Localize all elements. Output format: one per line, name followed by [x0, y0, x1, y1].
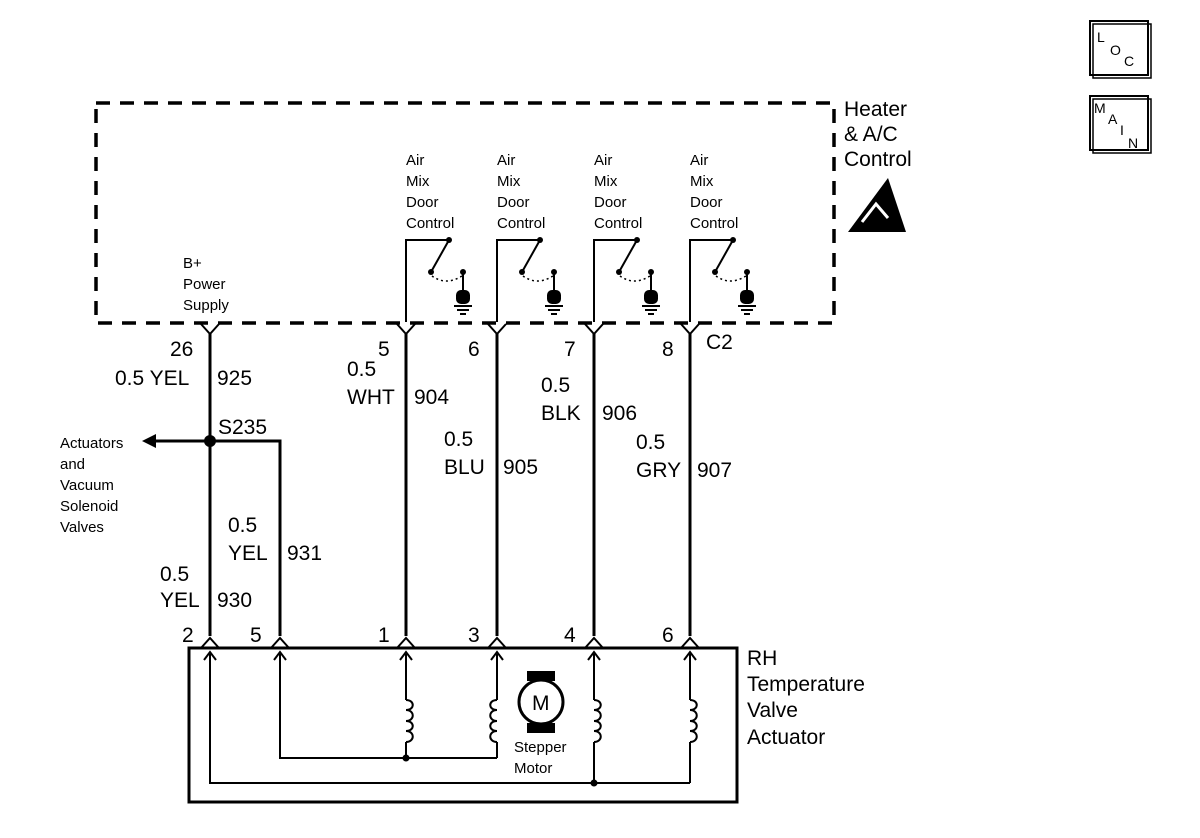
- power-supply-label-line-3: Supply: [183, 297, 229, 314]
- main-icon-letter-1: M: [1094, 100, 1106, 116]
- coil-icon-4: [689, 699, 698, 743]
- wire-904-number: 904: [414, 386, 449, 409]
- stepper-motor-label-line-1: Stepper: [514, 739, 567, 756]
- branch-label-line-5: Valves: [60, 519, 104, 536]
- ground-icon: [642, 290, 660, 315]
- air-mix-door-label-line-4: Control: [594, 215, 642, 232]
- air-mix-door-label-line-3: Door: [497, 194, 530, 211]
- wire-930-gauge: 0.5: [160, 563, 189, 586]
- coil-icon-3: [593, 699, 602, 743]
- wire-905-color: BLU: [444, 456, 485, 479]
- air-mix-door-label-line-1: Air: [497, 152, 515, 169]
- pin-top-6: 6: [468, 338, 480, 361]
- control-module-name-line-2: & A/C: [844, 123, 898, 146]
- wire-925-gauge: 0.5 YEL: [115, 367, 189, 390]
- main-icon-letter-3: I: [1120, 122, 1124, 138]
- wire-905-number: 905: [503, 456, 538, 479]
- control-module-name-line-1: Heater: [844, 98, 907, 121]
- air-mix-door-label-line-2: Mix: [497, 173, 521, 190]
- wire-925-number: 925: [217, 367, 252, 390]
- coil-icon-2: [489, 699, 498, 743]
- air-mix-door-label-line-4: Control: [497, 215, 545, 232]
- ground-icon: [454, 290, 472, 315]
- wire-906-gauge: 0.5: [541, 374, 570, 397]
- pin-bottom-3: 3: [468, 624, 480, 647]
- control-module-name-line-3: Control: [844, 148, 912, 171]
- pin-bottom-4: 4: [564, 624, 576, 647]
- air-mix-door-label-line-1: Air: [690, 152, 708, 169]
- actuator-name-line-3: Valve: [747, 699, 798, 722]
- actuator-outline: [187, 646, 739, 804]
- pin-bottom-5: 5: [250, 624, 262, 647]
- pin-top-8: 8: [662, 338, 674, 361]
- branch-label-line-4: Solenoid: [60, 498, 118, 515]
- power-supply-label-line-1: B+: [183, 255, 202, 272]
- actuator-internal-wiring: [203, 650, 697, 787]
- air-mix-door-label-line-2: Mix: [406, 173, 430, 190]
- wire-930-number: 930: [217, 589, 252, 612]
- wire-906-color: BLK: [541, 402, 581, 425]
- stepper-motor-icon: [517, 671, 565, 733]
- wire-931-color: YEL: [228, 542, 268, 565]
- air-mix-door-label-line-3: Door: [594, 194, 627, 211]
- main-icon[interactable]: M A I N: [1089, 95, 1152, 154]
- air-mix-door-label-line-1: Air: [406, 152, 424, 169]
- air-mix-door-label-line-1: Air: [594, 152, 612, 169]
- air-mix-door-label-line-4: Control: [690, 215, 738, 232]
- air-mix-door-label-line-3: Door: [690, 194, 723, 211]
- pin-top-7: 7: [564, 338, 576, 361]
- pin-bottom-6: 6: [662, 624, 674, 647]
- splice-label: S235: [218, 416, 267, 439]
- bottom-connector-pins: [200, 636, 700, 649]
- wire-904-gauge: 0.5: [347, 358, 376, 381]
- actuator-name-line-2: Temperature: [747, 673, 865, 696]
- wire-931-number: 931: [287, 542, 322, 565]
- wire-904-color: WHT: [347, 386, 395, 409]
- actuator-name-line-4: Actuator: [747, 726, 825, 749]
- loc-icon[interactable]: L O C: [1089, 20, 1152, 79]
- actuator-name-line-1: RH: [747, 647, 777, 670]
- control-module-outline: [94, 101, 836, 325]
- stepper-motor-symbol: M: [532, 692, 550, 715]
- connector-c2-label: C2: [706, 331, 733, 354]
- pin-top-5: 5: [378, 338, 390, 361]
- wire-907-number: 907: [697, 459, 732, 482]
- wire-906-number: 906: [602, 402, 637, 425]
- main-icon-letter-4: N: [1128, 135, 1138, 151]
- air-mix-door-label-line-2: Mix: [594, 173, 618, 190]
- esd-warning-icon: [848, 178, 906, 232]
- pin-bottom-2: 2: [182, 624, 194, 647]
- wire-905-gauge: 0.5: [444, 428, 473, 451]
- branch-arrow-icon: [142, 434, 156, 448]
- pin-bottom-1: 1: [378, 624, 390, 647]
- power-supply-label-line-2: Power: [183, 276, 226, 293]
- wire-930-color: YEL: [160, 589, 200, 612]
- stepper-motor-label-line-2: Motor: [514, 760, 552, 777]
- air-mix-door-label-line-3: Door: [406, 194, 439, 211]
- air-mix-door-label-line-2: Mix: [690, 173, 714, 190]
- wire-931-gauge: 0.5: [228, 514, 257, 537]
- loc-icon-letter-2: O: [1110, 42, 1121, 58]
- branch-label-line-1: Actuators: [60, 435, 123, 452]
- main-icon-letter-2: A: [1108, 111, 1118, 127]
- loc-icon-letter-3: C: [1124, 53, 1134, 69]
- ground-icon: [738, 290, 756, 315]
- branch-label-line-3: Vacuum: [60, 477, 114, 494]
- coil-icon-1: [405, 699, 414, 743]
- ground-icon: [545, 290, 563, 315]
- air-mix-door-label-line-4: Control: [406, 215, 454, 232]
- top-connector-pins: [200, 323, 700, 336]
- branch-label-line-2: and: [60, 456, 85, 473]
- wire-907-gauge: 0.5: [636, 431, 665, 454]
- wire-907-color: GRY: [636, 459, 681, 482]
- pin-top-26: 26: [170, 338, 193, 361]
- wire-931: [210, 439, 282, 636]
- loc-icon-letter-1: L: [1097, 29, 1105, 45]
